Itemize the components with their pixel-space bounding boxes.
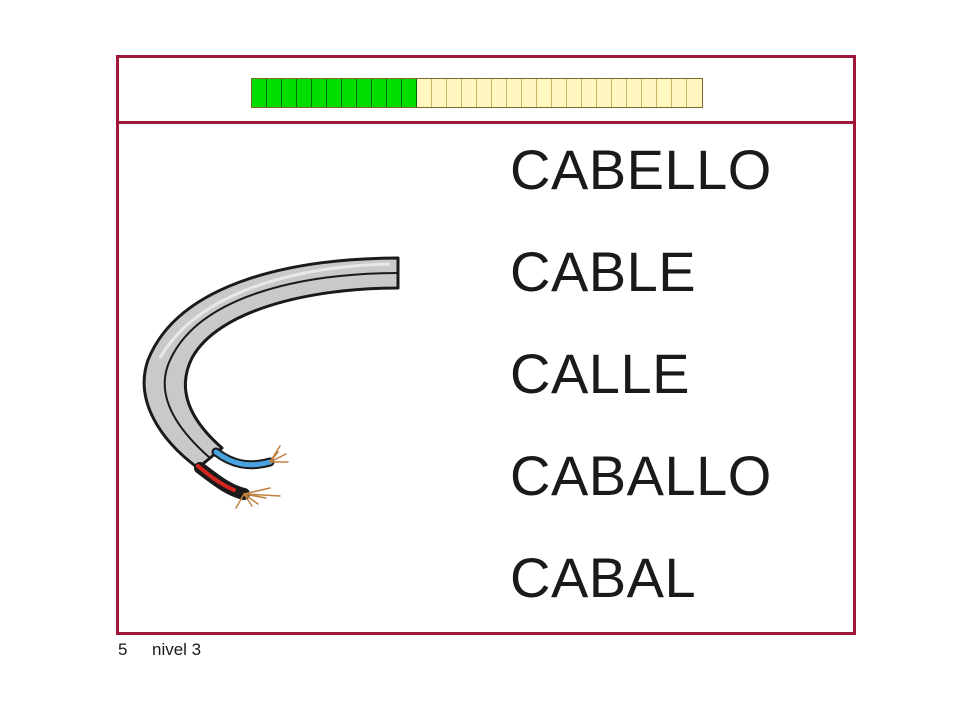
progress-segment-empty xyxy=(582,79,597,107)
progress-segment-empty xyxy=(432,79,447,107)
electric-cable-icon xyxy=(142,256,400,509)
progress-segment-filled xyxy=(282,79,297,107)
progress-segment-empty xyxy=(642,79,657,107)
progress-segment-empty xyxy=(612,79,627,107)
exercise-frame: CABELLO CABLE CALLE CABALLO CABAL xyxy=(116,55,856,635)
progress-segment-filled xyxy=(312,79,327,107)
word-option[interactable]: CALLE xyxy=(510,342,690,405)
word-option[interactable]: CABLE xyxy=(510,240,697,303)
progress-segment-filled xyxy=(372,79,387,107)
progress-segment-filled xyxy=(402,79,417,107)
progress-segment-filled xyxy=(342,79,357,107)
progress-segment-empty xyxy=(417,79,432,107)
word-option[interactable]: CABALLO xyxy=(510,444,772,507)
progress-segment-empty xyxy=(477,79,492,107)
progress-segment-filled xyxy=(327,79,342,107)
progress-segment-empty xyxy=(522,79,537,107)
progress-segment-empty xyxy=(447,79,462,107)
word-option[interactable]: CABAL xyxy=(510,546,697,609)
progress-bar xyxy=(251,78,703,108)
progress-segment-empty xyxy=(687,79,702,107)
level-label: nivel 3 xyxy=(152,640,202,659)
progress-segment-empty xyxy=(567,79,582,107)
progress-segment-empty xyxy=(552,79,567,107)
progress-segment-filled xyxy=(252,79,267,107)
progress-segment-empty xyxy=(627,79,642,107)
progress-segment-empty xyxy=(672,79,687,107)
progress-segment-empty xyxy=(537,79,552,107)
progress-segment-empty xyxy=(657,79,672,107)
progress-segment-filled xyxy=(267,79,282,107)
progress-segment-filled xyxy=(297,79,312,107)
progress-segment-filled xyxy=(357,79,372,107)
progress-band xyxy=(119,58,853,124)
word-option[interactable]: CABELLO xyxy=(510,138,772,201)
progress-segment-empty xyxy=(492,79,507,107)
progress-segment-empty xyxy=(597,79,612,107)
progress-segment-empty xyxy=(462,79,477,107)
page-number: 5 xyxy=(118,640,128,659)
progress-segment-filled xyxy=(387,79,402,107)
progress-segment-empty xyxy=(507,79,522,107)
